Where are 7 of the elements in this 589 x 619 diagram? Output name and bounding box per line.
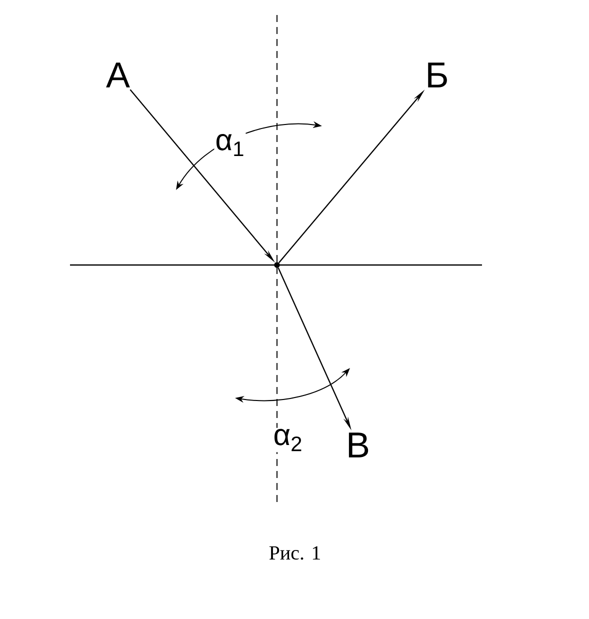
caption: Рис. 1	[269, 546, 320, 560]
angle-label: α$_{1}$	[214, 133, 246, 158]
letter-label: В	[348, 432, 368, 458]
letter-label: Б	[428, 62, 447, 88]
angle-label: α$_{2}$	[272, 428, 304, 452]
letter-label: А	[106, 62, 130, 88]
incidence-point	[274, 262, 280, 268]
